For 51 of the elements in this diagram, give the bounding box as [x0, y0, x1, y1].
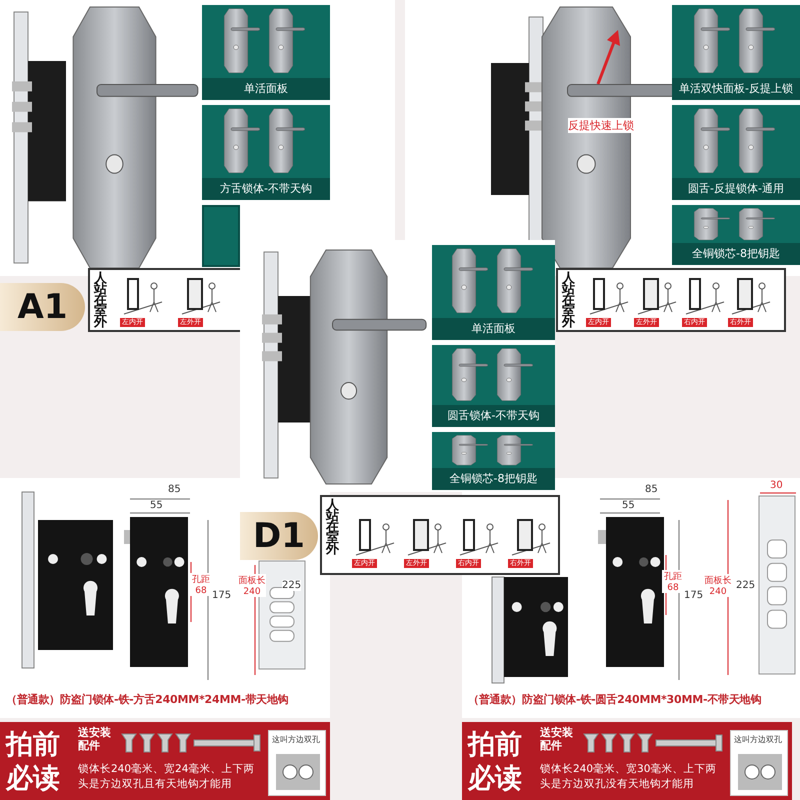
tile-caption: 单活双快面板-反提上锁 — [672, 78, 800, 100]
dimension-label: 55 — [622, 500, 635, 511]
notice-text: 锁体长240毫米、宽30毫米、上下两头是方边双孔没有天地钩才能用 — [540, 762, 718, 792]
product-tile — [672, 105, 800, 200]
dimension-label: 85 — [168, 484, 181, 495]
dimension-label: 225 — [736, 580, 756, 591]
card-caption: 这叫方边双孔 — [734, 734, 782, 745]
dimension-label: 55 — [150, 500, 163, 511]
product-tile — [432, 245, 555, 340]
tile-caption: 单活面板 — [202, 78, 330, 100]
accessory-note: 送安装配件 — [78, 726, 112, 752]
tile-caption: 全铜锁芯-8把钥匙 — [432, 468, 555, 490]
sample-card — [730, 730, 788, 796]
notice-text: 锁体长240毫米、宽24毫米、上下两头是方边双孔且有天地钩才能用 — [78, 762, 256, 792]
notice-banner — [462, 722, 792, 800]
product-tile — [432, 345, 555, 427]
dimension-label: 30 — [770, 480, 783, 491]
tile-caption: 圆舌锁体-不带天钩 — [432, 405, 555, 427]
notice-heading: 拍前必读 — [468, 728, 523, 796]
notice-banner — [0, 722, 330, 800]
dimension-label: 85 — [645, 484, 658, 495]
tile-caption: 全铜锁芯-8把钥匙 — [672, 243, 800, 265]
dimension-label: 175 — [212, 590, 232, 601]
door-direction-panel — [320, 495, 560, 575]
product-tile — [202, 205, 240, 267]
panel-heading: 人站在室外 — [326, 500, 340, 555]
dimension-label: 225 — [282, 580, 302, 591]
model-badge: A1 — [0, 283, 85, 331]
dimension-label: 面板长 240 — [704, 574, 732, 597]
door-direction-panel — [556, 268, 786, 332]
product-tile — [672, 5, 800, 100]
product-tile — [202, 5, 330, 100]
product-tile — [672, 205, 800, 265]
card-caption: 这叫方边双孔 — [272, 734, 320, 745]
notice-heading: 拍前必读 — [6, 728, 61, 796]
panel-heading: 人站在室外 — [94, 273, 108, 328]
product-tile — [432, 432, 555, 490]
dimension-label: 孔距 68 — [190, 573, 212, 596]
dimension-label: 面板长 240 — [238, 574, 266, 597]
callout-text: 反提快速上锁 — [568, 118, 634, 133]
tile-caption: 单活面板 — [432, 318, 555, 340]
dimension-label: 175 — [684, 590, 704, 601]
tile-caption: 方舌锁体-不带天钩 — [202, 178, 330, 200]
product-tile — [202, 105, 330, 200]
accessory-note: 送安装配件 — [540, 726, 574, 752]
door-direction-panel — [88, 268, 243, 332]
panel-heading: 人站在室外 — [562, 273, 576, 328]
tile-caption: 圆舌-反提锁体-通用 — [672, 178, 800, 200]
dimension-label: 孔距 68 — [662, 570, 684, 593]
model-badge: D1 — [240, 512, 318, 560]
sample-card — [268, 730, 326, 796]
